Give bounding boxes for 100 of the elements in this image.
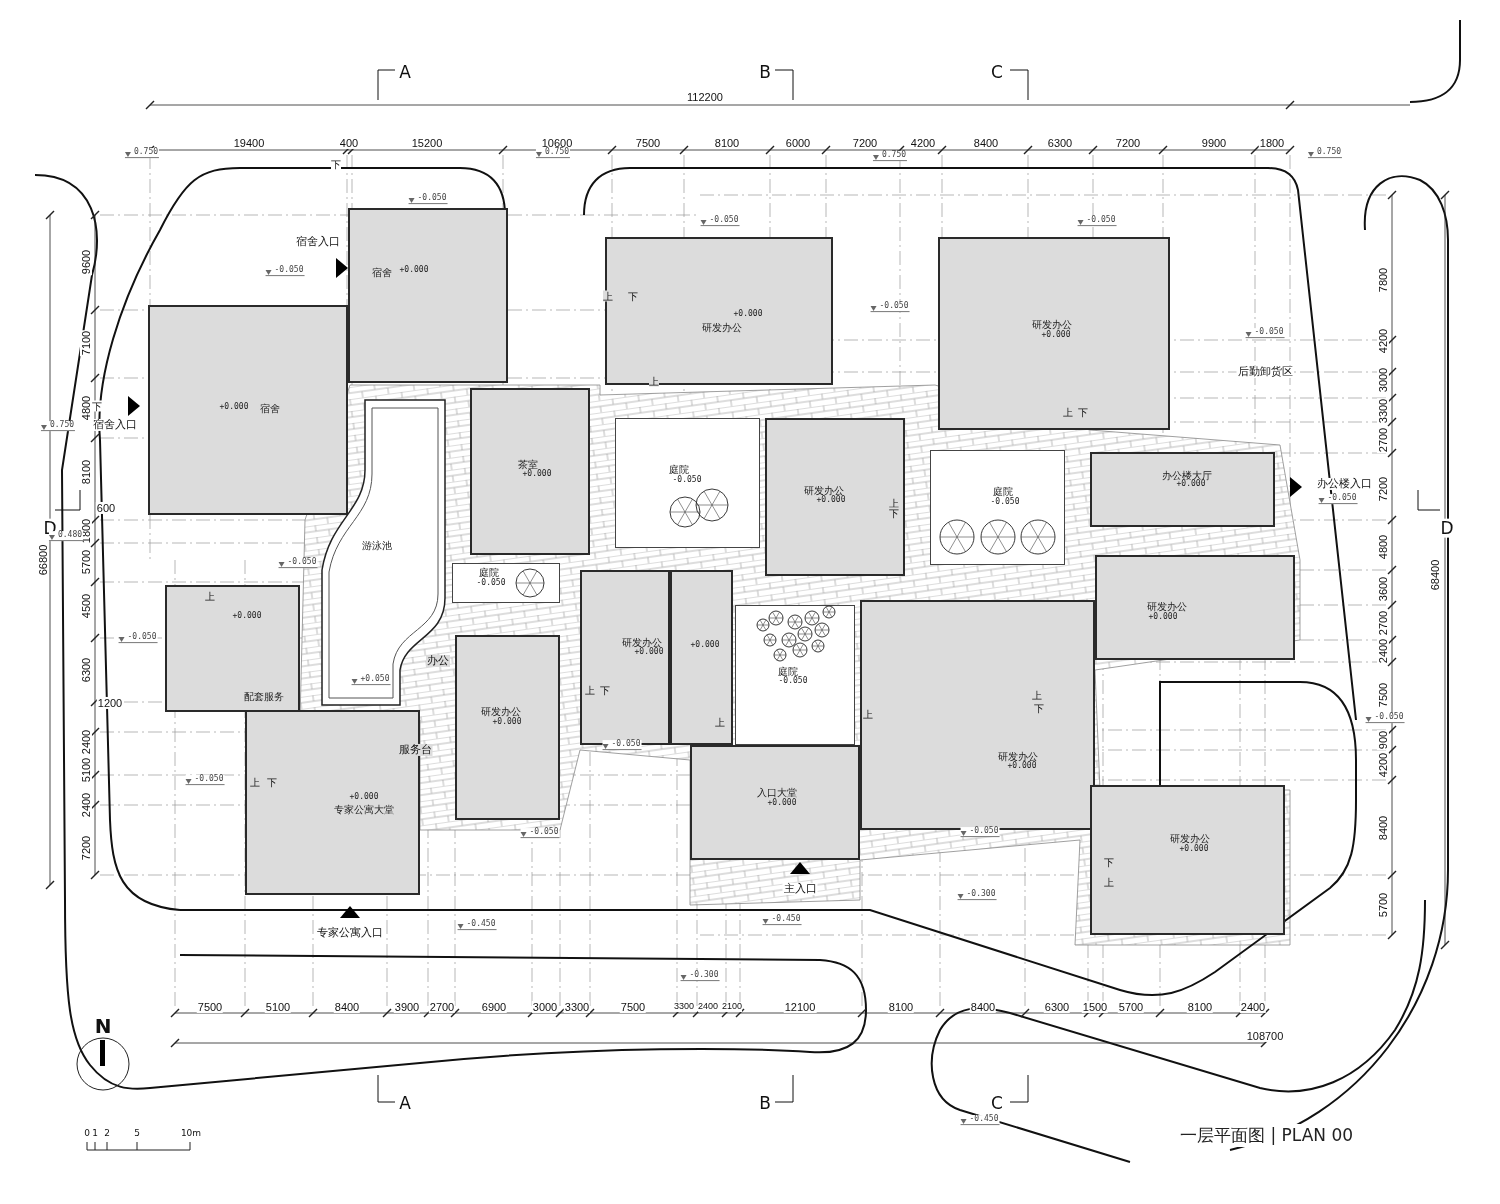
room-block xyxy=(605,237,833,385)
dimension-text: 2400 xyxy=(79,791,93,819)
room-block xyxy=(690,745,860,860)
room-name: 研发办公 xyxy=(701,321,743,333)
elevation-label: -0.050 xyxy=(408,194,448,204)
dimension-text: 1200 xyxy=(96,696,124,710)
elevation-label: -0.450 xyxy=(762,915,802,925)
dimension-text: 10600 xyxy=(540,136,574,150)
entrance-label: 专家公寓入口 xyxy=(316,926,384,940)
elevation-label: -0.050 xyxy=(520,828,560,838)
room-block xyxy=(938,237,1170,430)
elevation-label: 0.750 xyxy=(124,148,160,158)
dimension-text: 8100 xyxy=(713,136,741,150)
elevation-label: +0.000 xyxy=(1175,479,1207,489)
dimension-text: 600 xyxy=(95,501,117,515)
elevation-label: -0.050 xyxy=(1245,328,1285,338)
elevation-label: 0.750 xyxy=(1307,148,1343,158)
entrance-label: 宿舍入口 xyxy=(92,418,138,432)
dimension-text: 9600 xyxy=(79,248,93,276)
dimension-text: 4200 xyxy=(909,136,937,150)
stair-direction-label: 上 xyxy=(585,684,595,696)
dimension-text: 2700 xyxy=(1376,426,1390,454)
room-block xyxy=(765,418,905,576)
area-name: 后勤卸货区 xyxy=(1236,365,1294,379)
elevation-label: -0.050 xyxy=(989,497,1021,507)
dimension-text: 7500 xyxy=(634,136,662,150)
elevation-label: 0.750 xyxy=(535,148,571,158)
dimension-text: 108700 xyxy=(1245,1029,1285,1043)
stair-direction-label: 上 xyxy=(889,497,899,509)
entrance-label: 主入口 xyxy=(782,882,818,896)
stair-direction-label: 下 xyxy=(600,684,610,696)
elevation-label: -0.050 xyxy=(602,740,642,750)
room-name: 专家公寓大堂 xyxy=(333,803,395,815)
elevation-label: -0.050 xyxy=(278,558,318,568)
dimension-text: 112200 xyxy=(686,90,724,104)
elevation-label: -0.050 xyxy=(1318,494,1358,504)
dimension-text: 1500 xyxy=(1081,1000,1109,1014)
elevation-label: -0.050 xyxy=(118,633,158,643)
dimension-text: 900 xyxy=(1376,729,1390,751)
dimension-text: 1800 xyxy=(1258,136,1286,150)
dimension-text: 2400 xyxy=(1376,637,1390,665)
room-block xyxy=(165,585,300,712)
dimension-text: 2400 xyxy=(79,728,93,756)
room-block xyxy=(1095,555,1295,660)
dimension-text: 5100 xyxy=(264,1000,292,1014)
elevation-label: +0.000 xyxy=(689,640,721,650)
scale-label: 2 xyxy=(103,1129,111,1139)
dimension-text: 7200 xyxy=(1114,136,1142,150)
dimension-text: 5100 xyxy=(79,756,93,784)
dimension-text: 6300 xyxy=(1043,1000,1071,1014)
room-name: 研发办公 xyxy=(803,484,845,496)
elevation-label: +0.000 xyxy=(633,647,665,657)
room-name: 研发办公 xyxy=(1031,318,1073,330)
stair-direction-label: 上 xyxy=(603,290,613,302)
elevation-label: +0.000 xyxy=(218,402,250,412)
courtyard xyxy=(615,418,760,548)
dimension-text: 3000 xyxy=(531,1000,559,1014)
dimension-text: 8400 xyxy=(972,136,1000,150)
room-name: 庭院 xyxy=(668,463,690,475)
dimension-text: 4800 xyxy=(1376,533,1390,561)
dimension-text: 3000 xyxy=(1376,366,1390,394)
stair-direction-label: 下 xyxy=(331,158,341,170)
dimension-text: 7800 xyxy=(1376,266,1390,294)
room-name: 办公 xyxy=(426,654,450,668)
room-block xyxy=(1090,452,1275,527)
elevation-label: +0.000 xyxy=(348,792,380,802)
dimension-text: 9900 xyxy=(1200,136,1228,150)
dimension-text: 6300 xyxy=(79,656,93,684)
swimming-pool xyxy=(320,398,448,708)
dimension-text: 3300 xyxy=(1376,397,1390,425)
dimension-text: 6300 xyxy=(1046,136,1074,150)
room-block xyxy=(580,570,670,745)
dimension-text: 5700 xyxy=(1376,891,1390,919)
courtyard xyxy=(452,563,560,603)
dimension-text: 7500 xyxy=(1376,681,1390,709)
room-block xyxy=(148,305,348,515)
scale-label: 5 xyxy=(133,1129,141,1139)
stair-direction-label: 下 xyxy=(267,776,277,788)
room-name: 庭院 xyxy=(992,485,1014,497)
dimension-text: 8100 xyxy=(887,1000,915,1014)
dimension-text: 4200 xyxy=(1376,751,1390,779)
elevation-label: +0.000 xyxy=(732,309,764,319)
elevation-label: +0.000 xyxy=(231,611,263,621)
dimension-text: 6900 xyxy=(480,1000,508,1014)
room-name: 研发办公 xyxy=(997,750,1039,762)
elevation-label: +0.000 xyxy=(1147,612,1179,622)
elevation-label: -0.050 xyxy=(700,216,740,226)
plan-title: 一层平面图 | PLAN 00 xyxy=(1180,1124,1354,1147)
stair-direction-label: 下 xyxy=(1104,856,1114,868)
room-name: 庭院 xyxy=(777,665,799,677)
elevation-label: -0.050 xyxy=(185,775,225,785)
elevation-label: -0.050 xyxy=(671,475,703,485)
dimension-text: 8400 xyxy=(1376,814,1390,842)
dimension-text: 8100 xyxy=(79,458,93,486)
dimension-text: 4200 xyxy=(1376,327,1390,355)
dimension-text: 7200 xyxy=(1376,475,1390,503)
dimension-text: 3600 xyxy=(1376,575,1390,603)
room-block xyxy=(670,570,733,745)
dimension-text: 7500 xyxy=(196,1000,224,1014)
stair-direction-label: 下 xyxy=(92,400,102,412)
